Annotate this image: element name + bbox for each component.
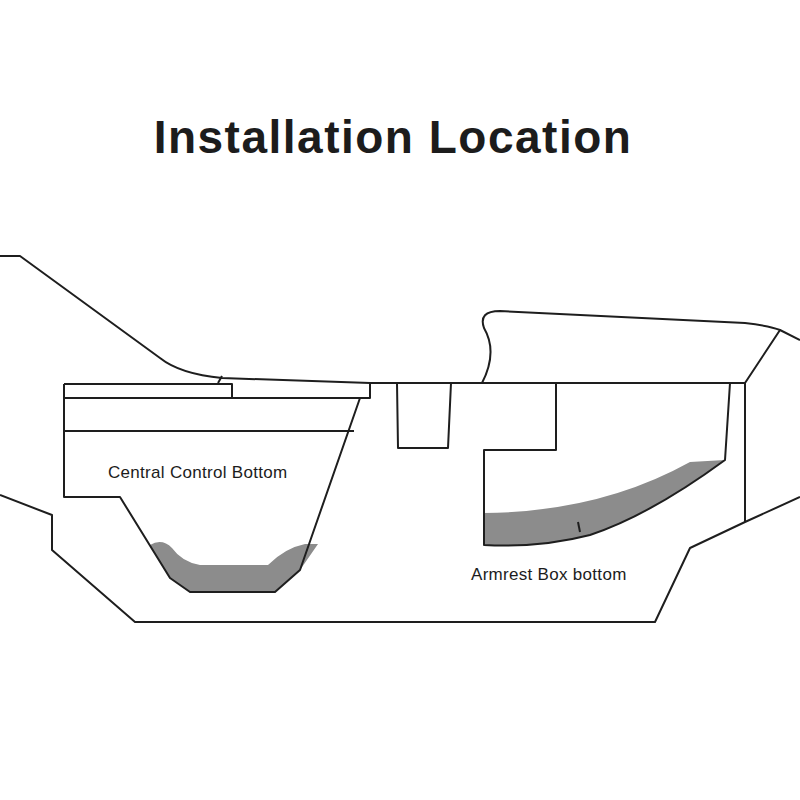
- part-label: Armrest Box bottom: [469, 565, 629, 585]
- rear-line: [744, 383, 746, 522]
- armrest-compartment: [484, 383, 730, 546]
- armrest-cushion: [482, 311, 780, 383]
- panel-line: [64, 430, 354, 432]
- armrest-fill: [484, 460, 725, 546]
- central-compartment: [64, 384, 360, 592]
- dash-line: [0, 256, 745, 383]
- seat-line: [780, 330, 800, 340]
- floor-outline: [0, 495, 800, 622]
- armrest-tick: [578, 522, 580, 532]
- panel-line: [360, 383, 370, 398]
- part-label: Central Control Bottom: [106, 463, 290, 483]
- panel-line: [64, 384, 232, 398]
- title-text: Installation Location: [154, 110, 633, 164]
- dash-tick: [218, 376, 222, 383]
- central-fill: [150, 542, 318, 592]
- cup-holder: [397, 383, 451, 448]
